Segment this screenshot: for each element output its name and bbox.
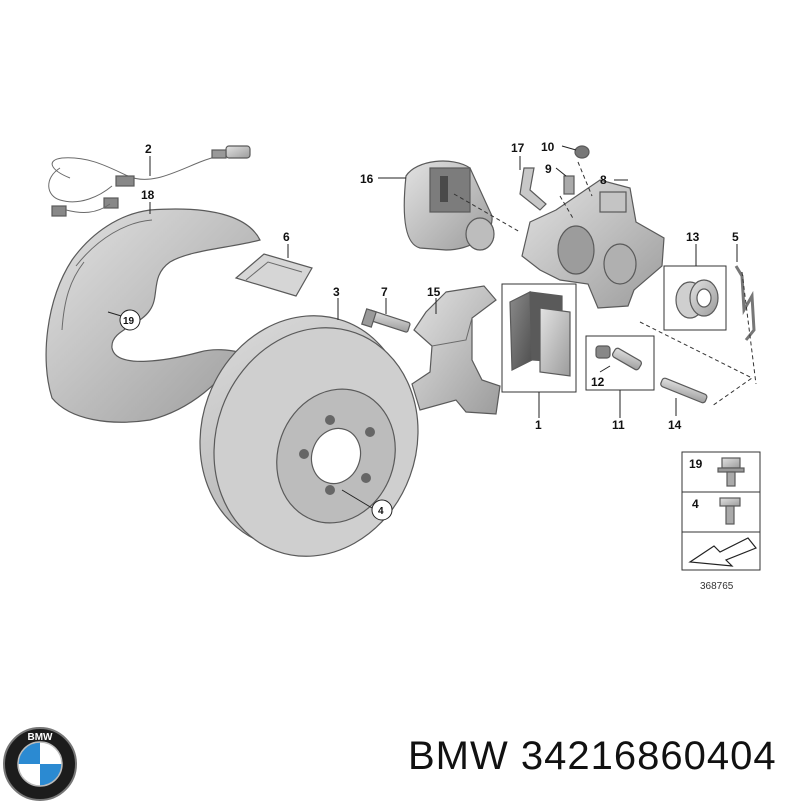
callout-17: 17 xyxy=(511,141,525,155)
guide-sleeve-kit xyxy=(585,335,655,418)
callouts: 2 18 6 3 7 15 16 17 10 9 8 13 5 12 1 11 … xyxy=(119,140,739,521)
brake-caliper xyxy=(521,179,665,309)
dust-shield xyxy=(45,208,261,423)
callout-15: 15 xyxy=(427,285,441,299)
spring-clip xyxy=(734,265,756,341)
callout-18: 18 xyxy=(141,188,155,202)
arrow-direction-icon xyxy=(688,537,757,567)
callout-14: 14 xyxy=(668,418,682,432)
grease-packet xyxy=(234,253,313,297)
part-number: 34216860404 xyxy=(520,734,777,778)
flange-bolt-icon xyxy=(717,457,745,487)
assembly-lines xyxy=(453,161,757,407)
callout-1: 1 xyxy=(535,418,542,432)
footer-caption: BMW 34216860404 xyxy=(408,734,777,779)
brand-name: BMW xyxy=(408,734,509,778)
callout-10: 10 xyxy=(541,140,555,154)
bracket-and-bleeder xyxy=(519,145,590,211)
reference-number: 368765 xyxy=(700,581,734,592)
callout-4-circle xyxy=(371,499,393,521)
guide-pin xyxy=(660,377,708,404)
logo-lettering: BMW xyxy=(28,732,54,743)
wheel-bolt-icon xyxy=(719,497,741,525)
callout-3: 3 xyxy=(333,285,340,299)
legend-label-19: 19 xyxy=(689,457,703,471)
parking-brake-motor xyxy=(403,160,495,251)
brake-pads xyxy=(501,283,577,418)
callout-19-circle-label: 19 xyxy=(123,316,135,327)
bmw-logo: BMW xyxy=(2,726,78,802)
callout-7: 7 xyxy=(381,285,388,299)
callout-5: 5 xyxy=(732,230,739,244)
callout-13: 13 xyxy=(686,230,700,244)
wheel-speed-sensor xyxy=(48,145,251,217)
callout-19-circle xyxy=(119,309,141,331)
brake-disc xyxy=(199,315,419,557)
callout-12: 12 xyxy=(591,375,605,389)
callout-16: 16 xyxy=(360,172,374,186)
callout-6: 6 xyxy=(283,230,290,244)
callout-8: 8 xyxy=(600,173,607,187)
seal-kit xyxy=(663,265,727,331)
callout-9: 9 xyxy=(545,162,552,176)
callout-11: 11 xyxy=(612,418,625,432)
callout-4-circle-label: 4 xyxy=(378,506,384,517)
caliper-carrier xyxy=(411,285,501,415)
fastener-legend: 19 4 xyxy=(681,451,761,571)
guide-bolt xyxy=(361,308,411,333)
legend-label-4: 4 xyxy=(692,497,699,511)
callout-2: 2 xyxy=(145,142,152,156)
